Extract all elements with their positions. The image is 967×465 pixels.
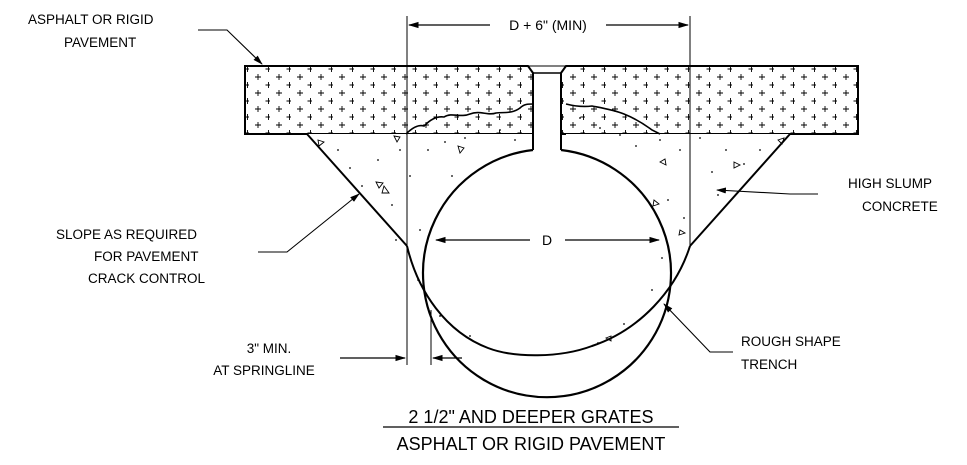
- diameter-label: D: [542, 232, 552, 248]
- pavement-label-line2: PAVEMENT: [64, 35, 136, 50]
- trench-leader: ROUGH SHAPE TRENCH: [663, 303, 841, 372]
- pavement-leader: ASPHALT OR RIGID PAVEMENT: [28, 12, 263, 65]
- min-label-line1: 3" MIN.: [247, 341, 292, 356]
- trench-label-line2: TRENCH: [741, 357, 797, 372]
- aggregate-triangles: [317, 135, 785, 342]
- diameter-dimension: D: [434, 232, 661, 248]
- concrete-stipple: [337, 117, 761, 344]
- springline-dimension: 3" MIN. AT SPRINGLINE: [213, 310, 462, 378]
- concrete-label-line2: CONCRETE: [862, 199, 938, 214]
- title-line1: 2 1/2" AND DEEPER GRATES: [408, 407, 653, 427]
- pavement-rough-edge-right: [565, 103, 661, 135]
- slope-label-line1: SLOPE AS REQUIRED: [56, 227, 197, 242]
- pavement-label-line1: ASPHALT OR RIGID: [28, 12, 154, 27]
- trench-label-line1: ROUGH SHAPE: [741, 334, 841, 349]
- drawing-title: 2 1/2" AND DEEPER GRATES ASPHALT OR RIGI…: [383, 407, 679, 454]
- slope-leader: SLOPE AS REQUIRED FOR PAVEMENT CRACK CON…: [56, 193, 360, 286]
- concrete-leader: HIGH SLUMP CONCRETE: [716, 176, 938, 214]
- top-dimension: D + 6" (MIN): [406, 16, 691, 365]
- grate-slot: [532, 73, 562, 150]
- pavement-slab: [244, 65, 859, 135]
- concrete-fill: [306, 133, 791, 357]
- slope-label-line2: FOR PAVEMENT: [94, 249, 199, 264]
- pipe-circle: [421, 148, 673, 399]
- title-line2: ASPHALT OR RIGID PAVEMENT: [397, 434, 666, 454]
- slope-label-line3: CRACK CONTROL: [88, 271, 206, 286]
- top-dimension-label: D + 6" (MIN): [509, 17, 587, 33]
- min-label-line2: AT SPRINGLINE: [213, 363, 315, 378]
- concrete-label-line1: HIGH SLUMP: [848, 176, 932, 191]
- pavement-rough-edge: [405, 103, 534, 135]
